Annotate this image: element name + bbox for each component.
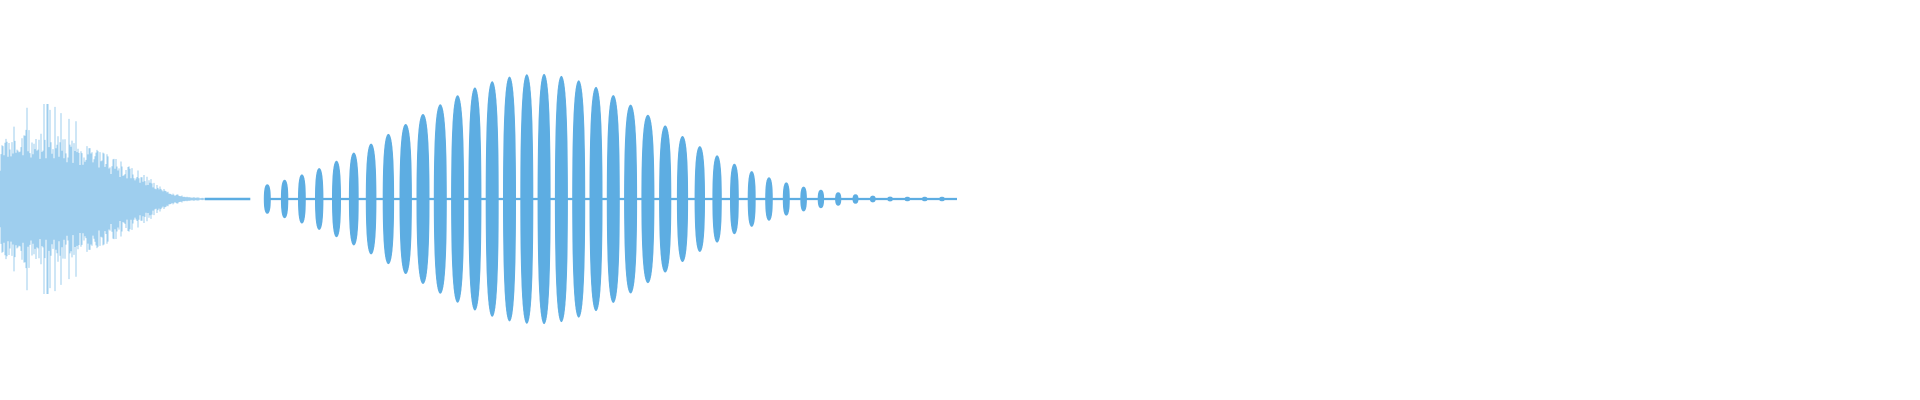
waveform-trace	[0, 73, 957, 325]
